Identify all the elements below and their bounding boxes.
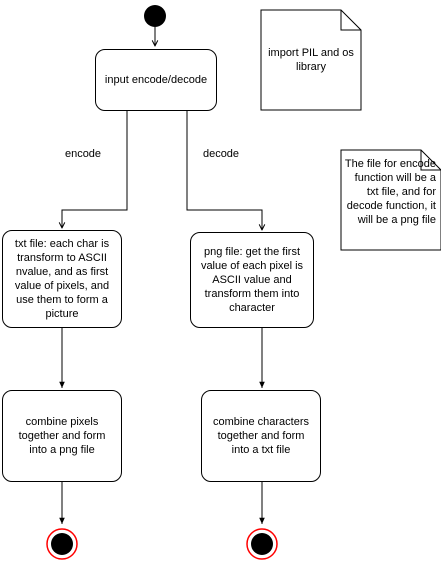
- input-node-label: input encode/decode: [104, 74, 208, 86]
- combine-chars-node-label: combine characters together and form int…: [213, 416, 309, 456]
- decode-png-node: png file: get the first value of each pi…: [190, 232, 314, 328]
- encode-txt-node-label: txt file: each char is transform to ASCI…: [14, 238, 110, 320]
- note-file-text: The file for encode function will be a t…: [344, 158, 436, 226]
- combine-pixels-node-label: combine pixels together and form into a …: [18, 416, 106, 456]
- note-import-shape: [260, 9, 362, 111]
- edge-label-encode: encode: [64, 148, 102, 160]
- start-node: [144, 5, 166, 27]
- note-file-shape: [340, 149, 441, 251]
- edge-label-decode: decode: [202, 148, 240, 160]
- end-node-left: [46, 528, 78, 560]
- note-import-text: import PIL and os library: [268, 47, 354, 73]
- end-node-right: [246, 528, 278, 560]
- edge-input-to-decode: [186, 111, 262, 230]
- combine-pixels-node: combine pixels together and form into a …: [2, 390, 122, 482]
- input-node: input encode/decode: [95, 49, 217, 111]
- combine-chars-node: combine characters together and form int…: [201, 390, 321, 482]
- decode-png-node-label: png file: get the first value of each pi…: [200, 246, 304, 314]
- encode-txt-node: txt file: each char is transform to ASCI…: [2, 230, 122, 328]
- edge-input-to-encode: [62, 111, 128, 228]
